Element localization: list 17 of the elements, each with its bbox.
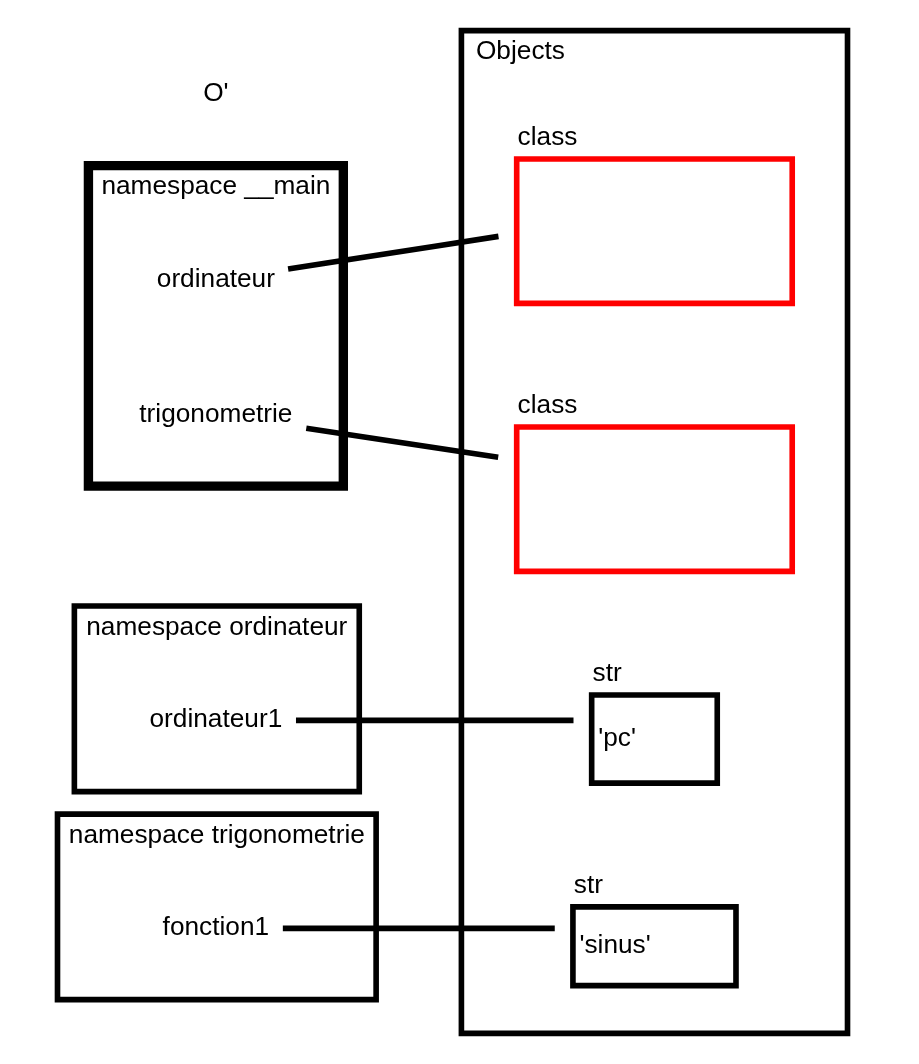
node-box: 'sinus' bbox=[569, 904, 739, 989]
connector bbox=[287, 233, 499, 272]
connector bbox=[305, 425, 499, 460]
node-label: str bbox=[592, 657, 622, 688]
node-box bbox=[513, 156, 795, 307]
node-text: ordinateur bbox=[156, 262, 275, 293]
label: O' bbox=[202, 77, 229, 108]
node-box: 'pc' bbox=[588, 692, 720, 786]
node-text: fonction1 bbox=[162, 911, 269, 942]
connector bbox=[295, 717, 573, 724]
node-label: str bbox=[573, 869, 603, 900]
node-text: trigonometrie bbox=[138, 397, 292, 428]
node-label: class bbox=[517, 121, 577, 152]
node-label: class bbox=[517, 389, 577, 420]
connector bbox=[282, 925, 555, 932]
node-text: ordinateur1 bbox=[149, 703, 282, 734]
node-box bbox=[513, 424, 795, 575]
